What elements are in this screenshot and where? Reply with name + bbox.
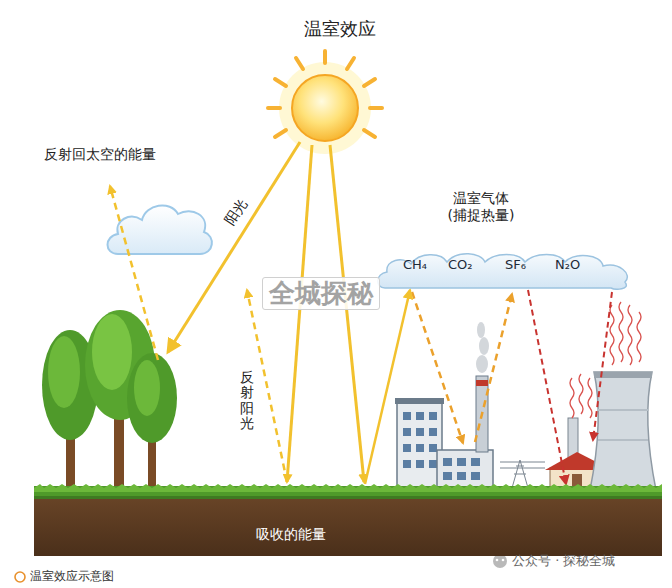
watermark: 全城探秘 — [262, 277, 380, 310]
reflected-energy-label: 反射回太空的能量 — [44, 146, 156, 163]
gas-formula: N₂O — [555, 257, 580, 273]
diagram-title: 温室效应 — [304, 18, 376, 40]
footer-credit: 公众号 · 探秘全城 — [512, 553, 615, 569]
reflected-sunlight-label: 反射阳光 — [240, 370, 254, 432]
ground-shape — [34, 484, 662, 556]
gas-formula: CH₄ — [403, 257, 427, 273]
gas-heading: 温室气体 (捕捉热量) — [443, 190, 519, 224]
heat-arrow — [528, 290, 566, 484]
absorbed-energy-text: 吸收的能量 — [256, 526, 326, 543]
gas-formula: SF₆ — [505, 257, 526, 273]
greenhouse-gas-cloud: 温室气体 (捕捉热量)CH₄CO₂SF₆N₂O — [375, 250, 633, 290]
heat-arrow — [365, 290, 410, 484]
sunlight-label: 阳光 — [221, 196, 250, 229]
ground-band: 吸收的能量 — [34, 484, 662, 556]
gas-formula: CO₂ — [448, 257, 473, 273]
figure-caption: 温室效应示意图 — [30, 569, 114, 583]
